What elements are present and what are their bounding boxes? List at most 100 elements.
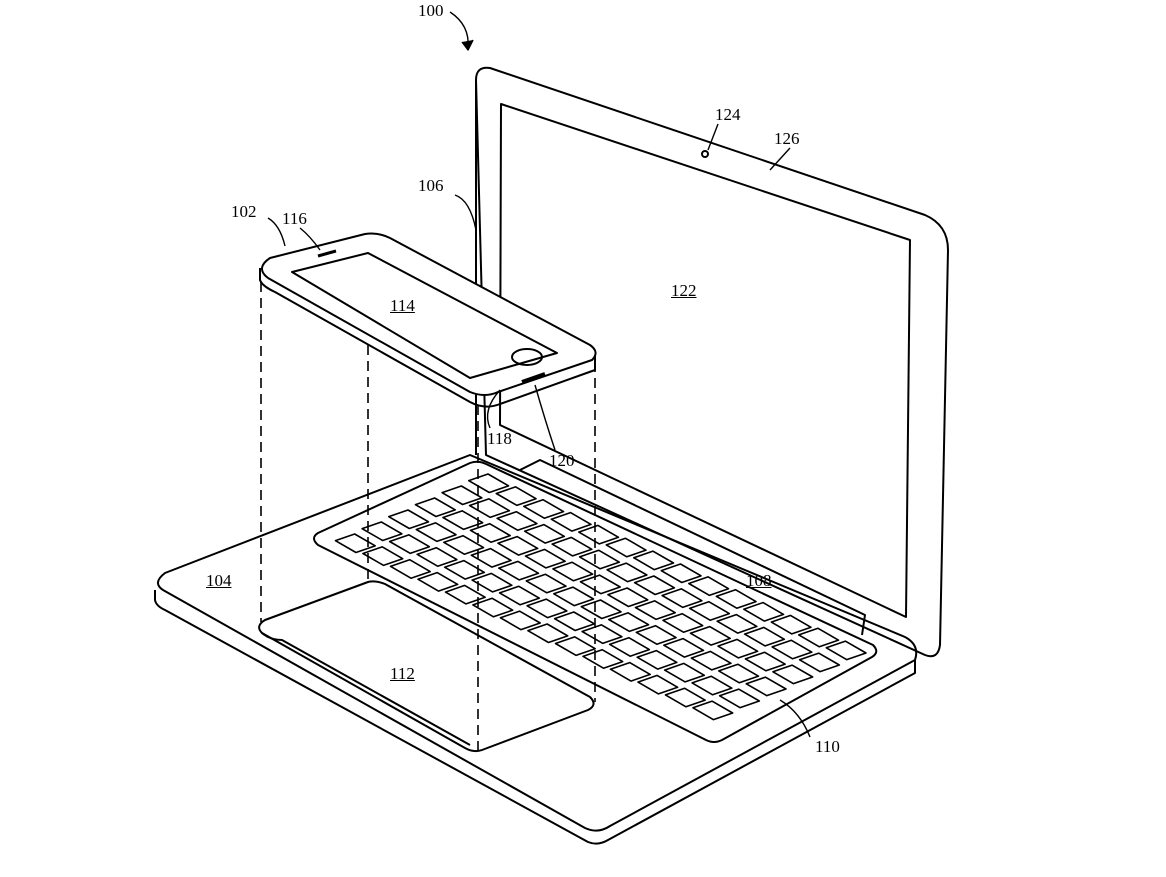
ref-108: 108: [746, 571, 772, 590]
key: [416, 546, 458, 568]
key: [717, 638, 759, 659]
key: [825, 640, 867, 661]
key: [606, 562, 648, 583]
key: [468, 498, 511, 519]
key: [633, 575, 676, 596]
key: [471, 572, 513, 593]
key: [636, 649, 678, 670]
ref-104: 104: [206, 571, 232, 590]
key: [608, 636, 651, 658]
key: [388, 534, 431, 555]
key: [745, 676, 787, 697]
key: [527, 623, 569, 644]
key: [525, 573, 567, 594]
ref-124: 124: [715, 105, 741, 124]
key: [689, 625, 731, 646]
recess: [258, 580, 595, 753]
key: [798, 652, 841, 673]
key: [334, 533, 376, 554]
key: [770, 614, 812, 635]
key: [498, 585, 541, 606]
key: [609, 661, 651, 682]
key: [718, 663, 760, 684]
key: [743, 626, 786, 647]
key: [415, 522, 457, 543]
key: [660, 563, 702, 584]
key: [691, 675, 733, 696]
key: [716, 613, 758, 634]
key: [578, 524, 620, 545]
ref-126: 126: [774, 129, 800, 148]
phone: [259, 232, 597, 408]
key: [497, 535, 539, 556]
key: [743, 601, 785, 622]
keys: [334, 473, 867, 721]
key: [469, 522, 511, 544]
ref-112: 112: [390, 664, 415, 683]
key: [634, 600, 676, 621]
key: [526, 598, 568, 619]
key: [608, 612, 650, 633]
ref-116: 116: [282, 209, 307, 228]
ref-122: 122: [671, 281, 697, 300]
key: [414, 497, 456, 518]
key: [417, 571, 459, 592]
key: [690, 650, 732, 671]
ref-102: 102: [231, 202, 257, 221]
key: [607, 587, 649, 608]
ref-118: 118: [487, 429, 512, 448]
key: [524, 548, 566, 569]
key: [498, 560, 540, 581]
key: [771, 639, 813, 660]
key: [388, 509, 430, 530]
key: [441, 485, 483, 506]
key: [553, 611, 596, 632]
key: [581, 624, 623, 645]
key: [554, 636, 596, 657]
ref-110: 110: [815, 737, 840, 756]
key: [637, 674, 679, 695]
key: [550, 511, 592, 532]
key: [582, 648, 624, 670]
key: [495, 486, 537, 507]
key: [688, 600, 731, 622]
home-button: [511, 348, 543, 366]
key: [798, 627, 840, 648]
key: [523, 523, 566, 544]
ref-120: 120: [549, 451, 575, 470]
key: [580, 599, 622, 620]
key: [661, 588, 703, 609]
speaker: [317, 249, 337, 258]
key: [496, 510, 538, 532]
key: [715, 588, 757, 610]
key: [663, 662, 706, 683]
projection-lines: [260, 282, 596, 750]
key: [663, 637, 705, 658]
key: [718, 688, 761, 709]
key: [664, 687, 706, 708]
key: [443, 534, 485, 556]
hinge: [519, 459, 866, 636]
laptop-base: [154, 454, 918, 845]
keyboard: [313, 460, 878, 743]
key: [635, 624, 677, 646]
key: [552, 561, 594, 582]
key: [472, 597, 514, 618]
key: [578, 549, 621, 570]
key: [442, 510, 484, 531]
key: [523, 498, 565, 520]
key: [553, 586, 595, 607]
key: [772, 664, 814, 685]
key: [744, 651, 786, 672]
key: [688, 576, 730, 597]
phone-display: [291, 252, 558, 379]
key: [579, 574, 621, 595]
key: [692, 700, 734, 721]
key: [468, 473, 510, 494]
ref-100: 100: [418, 1, 444, 20]
key: [662, 612, 704, 634]
ref-106: 106: [418, 176, 444, 195]
key: [551, 536, 593, 557]
